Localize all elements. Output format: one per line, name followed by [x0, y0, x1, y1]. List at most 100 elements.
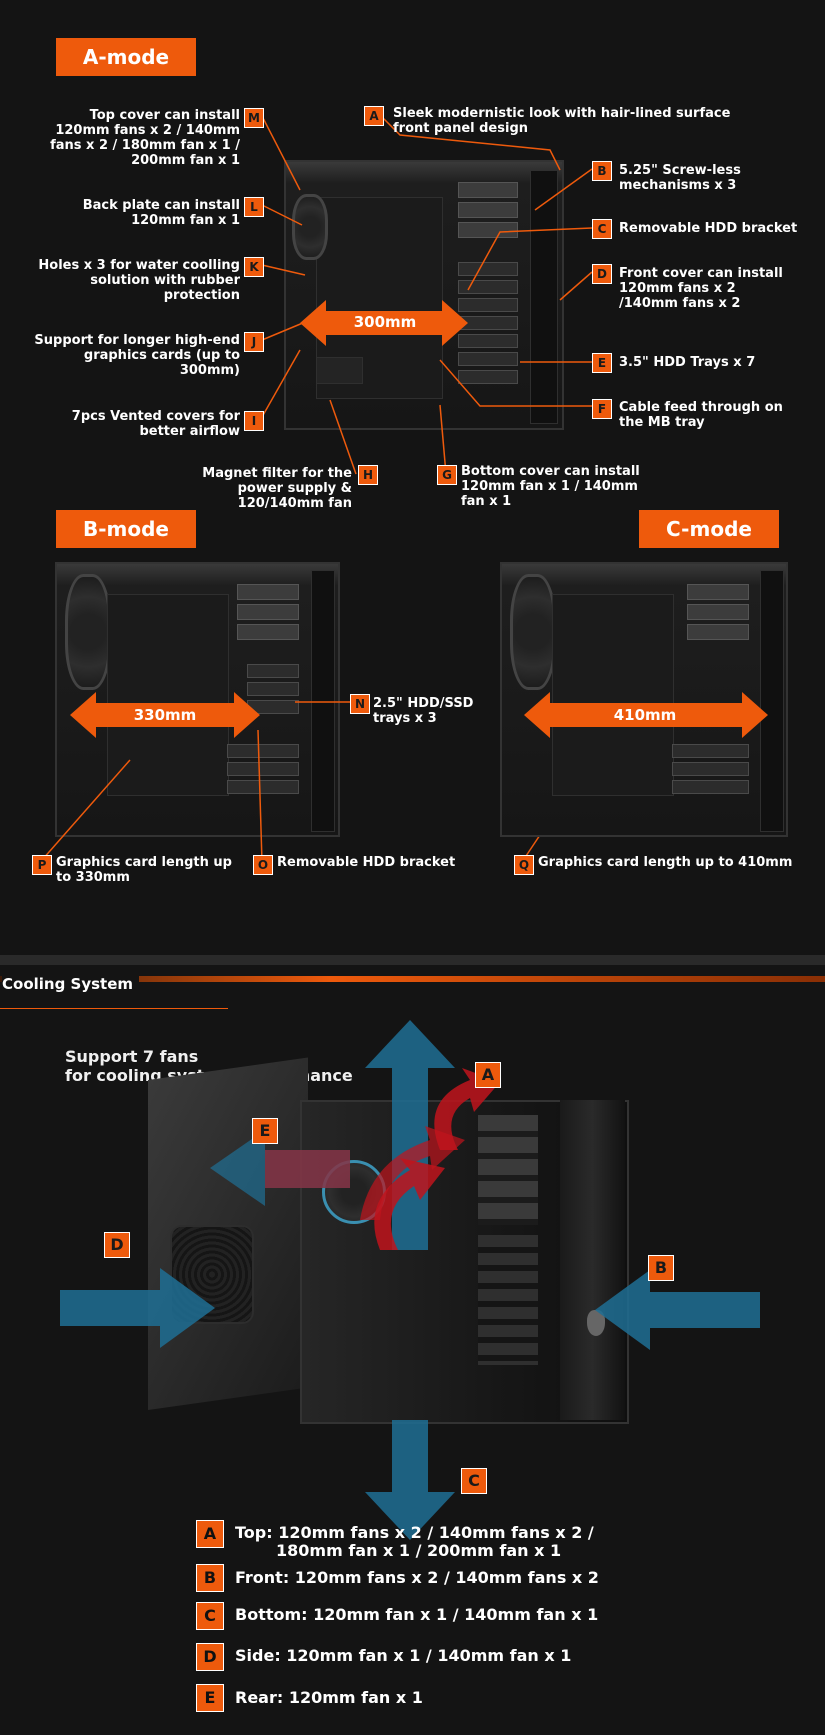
callout-e-text: 3.5" HDD Trays x 7	[619, 355, 756, 370]
callout-b-badge: B	[592, 161, 612, 181]
legend-badge-a: A	[196, 1520, 224, 1548]
section-divider-orange	[0, 976, 825, 982]
cooling-section-title: Cooling System	[2, 975, 140, 993]
c-drive-bay-2	[687, 604, 749, 620]
diagram-badge-c: C	[461, 1468, 487, 1494]
c-motherboard-tray	[552, 594, 674, 796]
b-mode-title: B-mode	[56, 510, 196, 548]
b-hdd-tray-3	[227, 780, 299, 794]
cooling-hdd-cage	[478, 1235, 538, 1365]
a-mode-title: A-mode	[56, 38, 196, 76]
cooling-drive-bays	[478, 1115, 538, 1225]
callout-b-text: 5.25" Screw-less mechanisms x 3	[619, 163, 741, 193]
legend-text-a-2: 180mm fan x 1 / 200mm fan x 1	[276, 1541, 562, 1560]
callout-a-text: Sleek modernistic look with hair-lined s…	[393, 106, 731, 136]
b-mode-width-arrow	[70, 692, 260, 738]
b-rear-fan-icon	[65, 574, 111, 690]
c-front-bezel	[760, 570, 784, 832]
callout-m-text: Top cover can install 120mm fans x 2 / 1…	[50, 108, 240, 168]
b-hdd-tray-2	[227, 762, 299, 776]
b-drive-bay-3	[237, 624, 299, 640]
callout-c-badge: C	[592, 219, 612, 239]
b-front-bezel	[311, 570, 335, 832]
callout-c-text: Removable HDD bracket	[619, 221, 798, 236]
callout-d-text: Front cover can install 120mm fans x 2 /…	[619, 266, 783, 311]
c-mode-width-label: 410mm	[613, 706, 677, 724]
legend-badge-d: D	[196, 1643, 224, 1671]
callout-g-text: Bottom cover can install 120mm fan x 1 /…	[461, 464, 640, 509]
callout-h-badge: H	[358, 465, 378, 485]
legend-text-a-1: Top: 120mm fans x 2 / 140mm fans x 2 /	[235, 1523, 594, 1542]
callout-k-text: Holes x 3 for water coolling solution wi…	[38, 258, 240, 303]
callout-n-text: 2.5" HDD/SSD trays x 3	[373, 696, 474, 726]
c-hdd-tray-2	[672, 762, 749, 776]
a-mode-width-label: 300mm	[353, 313, 417, 331]
b-ssd-tray-2	[247, 682, 299, 696]
callout-h-text: Magnet filter for the power supply & 120…	[202, 466, 352, 511]
section-divider-top	[0, 955, 825, 965]
c-mode-width-arrow	[524, 692, 768, 738]
c-drive-bay-1	[687, 584, 749, 600]
b-ssd-tray-1	[247, 664, 299, 678]
hdd-tray-5	[458, 334, 518, 348]
a-mode-case-image	[284, 160, 564, 430]
c-mode-title: C-mode	[639, 510, 779, 548]
callout-a-badge: A	[364, 106, 384, 126]
legend-text-b: Front: 120mm fans x 2 / 140mm fans x 2	[235, 1568, 599, 1587]
section-title-underline	[0, 1008, 228, 1009]
callout-l-text: Back plate can install 120mm fan x 1	[82, 198, 240, 228]
case-front-panel	[560, 1100, 625, 1420]
hdd-tray-3	[458, 298, 518, 312]
legend-text-d: Side: 120mm fan x 1 / 140mm fan x 1	[235, 1646, 572, 1665]
legend-text-e: Rear: 120mm fan x 1	[235, 1688, 423, 1707]
hdd-tray-2	[458, 280, 518, 294]
psu-bay	[316, 357, 363, 384]
cougar-logo-icon	[587, 1310, 605, 1336]
diagram-badge-e: E	[252, 1118, 278, 1144]
callout-q-badge: Q	[514, 855, 534, 875]
hdd-tray-1	[458, 262, 518, 276]
b-mode-width-label: 330mm	[133, 706, 197, 724]
legend-badge-b: B	[196, 1564, 224, 1592]
c-rear-fan-icon	[510, 574, 556, 690]
callout-g-badge: G	[437, 465, 457, 485]
b-drive-bay-1	[237, 584, 299, 600]
diagram-badge-d: D	[104, 1232, 130, 1258]
a-mode-width-arrow	[300, 300, 468, 346]
callout-k-badge: K	[244, 257, 264, 277]
legend-text-c: Bottom: 120mm fan x 1 / 140mm fan x 1	[235, 1605, 599, 1624]
callout-o-text: Removable HDD bracket	[277, 855, 456, 870]
hdd-tray-6	[458, 352, 518, 366]
legend-badge-c: C	[196, 1602, 224, 1630]
callout-o-badge: O	[253, 855, 273, 875]
rear-fan-icon	[292, 194, 328, 260]
drive-bay-2	[458, 202, 518, 218]
front-bezel	[530, 170, 558, 424]
diagram-badge-b: B	[648, 1255, 674, 1281]
callout-p-badge: P	[32, 855, 52, 875]
a-mode-leader-lines	[261, 114, 593, 475]
callout-n-badge: N	[350, 694, 370, 714]
airflow-arrows	[60, 1020, 760, 1540]
callout-q-text: Graphics card length up to 410mm	[538, 855, 793, 870]
c-hdd-tray-3	[672, 780, 749, 794]
c-drive-bay-3	[687, 624, 749, 640]
c-hdd-tray-1	[672, 744, 749, 758]
callout-p-text: Graphics card length up to 330mm	[56, 855, 232, 885]
callout-e-badge: E	[592, 353, 612, 373]
callout-l-badge: L	[244, 197, 264, 217]
drive-bay-1	[458, 182, 518, 198]
diagram-badge-a: A	[475, 1062, 501, 1088]
callout-j-text: Support for longer high-end graphics car…	[34, 333, 240, 378]
callout-f-badge: F	[592, 399, 612, 419]
callout-i-text: 7pcs Vented covers for better airflow	[71, 409, 240, 439]
callout-d-badge: D	[592, 264, 612, 284]
b-mode-case-image	[55, 562, 340, 837]
hdd-tray-7	[458, 370, 518, 384]
cooling-headline-1: Support 7 fans	[65, 1047, 199, 1066]
b-drive-bay-2	[237, 604, 299, 620]
callout-i-badge: I	[244, 411, 264, 431]
callout-f-text: Cable feed through on the MB tray	[619, 400, 783, 430]
legend-badge-e: E	[196, 1684, 224, 1712]
callout-j-badge: J	[244, 332, 264, 352]
